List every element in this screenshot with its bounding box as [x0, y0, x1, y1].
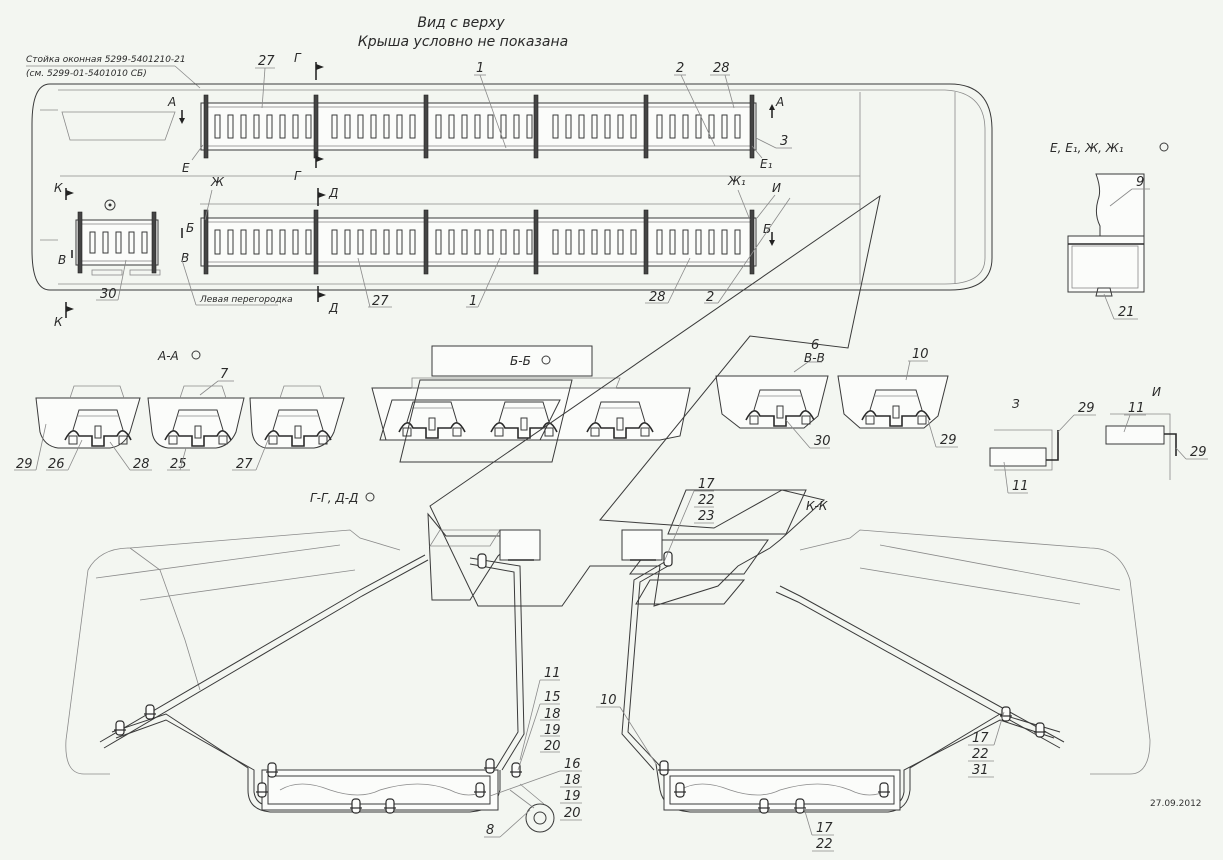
section-bb — [371, 345, 691, 463]
callout-28-bottom: 28 — [649, 290, 666, 305]
callout-17-gg-right: 17 — [972, 731, 989, 746]
callout-22-gg-right: 22 — [972, 747, 989, 762]
callout-9-e: 9 — [1136, 175, 1144, 190]
mark-zh1: Ж₁ — [727, 174, 746, 188]
callout-17-kk: 17 — [698, 477, 715, 492]
mark-zh: Ж — [210, 175, 225, 189]
callout-23-kk: 23 — [698, 509, 715, 524]
gg-left-callouts: 11 15 18 19 20 16 18 19 20 8 — [484, 666, 582, 838]
note-leader — [174, 65, 201, 89]
callout-2-top: 2 — [676, 61, 684, 76]
callout-26-aa: 26 — [48, 457, 65, 472]
callout-21-e: 21 — [1118, 305, 1135, 320]
callout-29-i: 29 — [1190, 445, 1207, 460]
callout-27-top: 27 — [258, 54, 275, 69]
mark-e: Е — [182, 161, 190, 175]
cut-mark-v1: В — [181, 251, 189, 265]
callout-20b-gg: 20 — [564, 806, 581, 821]
detail-i — [1105, 413, 1177, 480]
section-vv — [715, 375, 949, 429]
rotate-icon-e — [1159, 142, 1169, 152]
rotate-icon — [191, 350, 201, 360]
cut-mark-a: А — [167, 95, 176, 109]
bus-top-view — [31, 83, 993, 291]
callout-3-top: 3 — [780, 134, 788, 149]
callout-17-gg-bottom: 17 — [816, 821, 833, 836]
callout-27-bottom: 27 — [372, 294, 389, 309]
callout-2-bottom: 2 — [706, 290, 714, 305]
callout-29-z: 29 — [1078, 401, 1095, 416]
view-title-line1: Вид с верху — [417, 15, 505, 31]
note-window-post-ref: (см. 5299-01-5401010 СБ) — [26, 69, 147, 79]
callout-10-gg: 10 — [600, 693, 617, 708]
callout-31-gg-right: 31 — [972, 763, 989, 778]
view-label-kk: К-К — [806, 499, 828, 513]
callout-29-aa: 29 — [16, 457, 33, 472]
view-label-e-group: Е, Е₁, Ж, Ж₁ — [1050, 141, 1124, 155]
cut-mark-k: К — [54, 181, 63, 195]
cut-mark-k1: К — [54, 315, 63, 329]
panel-slots — [77, 94, 755, 275]
cut-mark-g: Г — [294, 51, 302, 65]
callout-8-gg: 8 — [486, 823, 494, 838]
callout-7-aa: 7 — [220, 367, 229, 382]
callout-11-gg: 11 — [544, 666, 561, 681]
callout-19a-gg: 19 — [544, 723, 561, 738]
view-title-line2: Крыша условно не показана — [358, 34, 568, 50]
cut-markers: А А Г Г Д Д Б Б К К В В — [54, 51, 784, 329]
top-callouts-upper: 27 1 2 28 3 — [255, 54, 792, 149]
drawing-date: 27.09.2012 — [1150, 799, 1202, 809]
rotate-icon-bb — [541, 355, 551, 365]
note-left-partition: Левая перегородка — [199, 295, 293, 305]
cut-mark-d: Д — [328, 186, 338, 200]
view-label-bb: Б-Б — [510, 354, 531, 368]
gg-right-callouts: 10 17 22 31 17 22 — [596, 693, 1005, 852]
note-window-post: Стойка оконная 5299-5401210-21 — [26, 55, 186, 65]
callout-20a-gg: 20 — [544, 739, 561, 754]
callout-28-aa: 28 — [133, 457, 150, 472]
callout-10-vv: 10 — [912, 347, 929, 362]
callout-11-i: 11 — [1128, 401, 1145, 416]
callout-1-bottom: 1 — [469, 294, 477, 309]
callout-29-vv: 29 — [940, 433, 957, 448]
callout-28-top: 28 — [713, 61, 730, 76]
callout-22-gg-bottom: 22 — [816, 837, 833, 852]
view-label-z: З — [1012, 397, 1020, 411]
callout-27-aa: 27 — [236, 457, 253, 472]
cut-mark-b: Б — [186, 221, 194, 235]
callout-19b-gg: 19 — [564, 789, 581, 804]
detail-e — [1067, 173, 1145, 297]
cut-mark-b1: Б — [763, 222, 771, 236]
mark-i: И — [772, 181, 781, 195]
section-aa — [35, 385, 345, 449]
callout-30-top: 30 — [100, 287, 117, 302]
view-label-i: И — [1152, 385, 1161, 399]
cut-mark-a1: А — [775, 95, 784, 109]
view-label-vv: В-В — [804, 351, 825, 365]
partition-leader — [181, 259, 197, 306]
callout-18a-gg: 18 — [544, 707, 561, 722]
callout-11-z: 11 — [1012, 479, 1029, 494]
callout-16-gg: 16 — [564, 757, 581, 772]
callout-18b-gg: 18 — [564, 773, 581, 788]
cut-mark-d1: Д — [328, 301, 338, 315]
view-label-gg-dd: Г-Г, Д-Д — [310, 491, 358, 505]
cut-mark-g1: Г — [294, 169, 302, 183]
detail-z — [989, 429, 1059, 471]
top-callouts-lower: 30 27 1 28 2 — [96, 197, 791, 309]
mark-e1: Е₁ — [760, 157, 773, 171]
callout-30-vv: 30 — [814, 434, 831, 449]
callout-22-kk: 22 — [698, 493, 715, 508]
section-gg-dd — [65, 194, 1151, 833]
cut-mark-v: В — [58, 253, 66, 267]
callout-6-vv: 6 — [811, 338, 819, 353]
callout-15-gg: 15 — [544, 690, 561, 705]
callout-1-top: 1 — [476, 61, 484, 76]
view-label-aa: А-А — [157, 349, 179, 363]
rotate-icon-gg — [365, 492, 375, 502]
